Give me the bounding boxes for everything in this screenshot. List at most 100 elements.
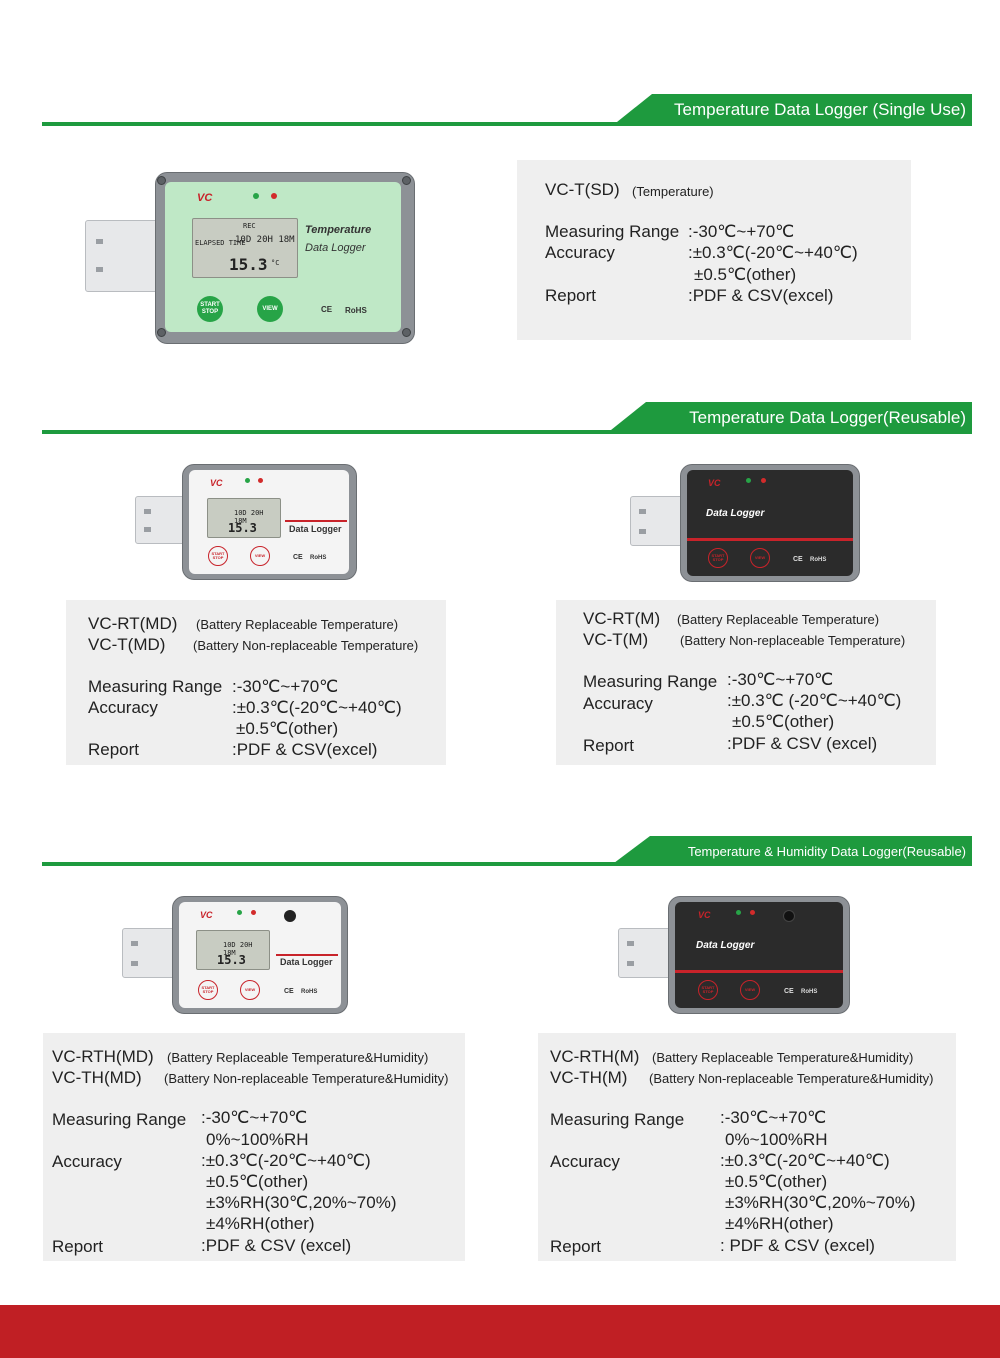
- accuracy-value: ±0.5℃(other): [236, 719, 339, 738]
- model-note: (Battery Non-replaceable Temperature): [680, 633, 906, 648]
- brand-logo: VC: [197, 192, 213, 204]
- section-header-single-use: Temperature Data Logger (Single Use): [42, 86, 972, 126]
- report-label: Report: [88, 740, 140, 759]
- model-name: VC-RT(MD): [88, 614, 178, 633]
- usb-connector: [630, 496, 685, 546]
- section-header-humidity: Temperature & Humidity Data Logger(Reusa…: [42, 826, 972, 866]
- section-title: Temperature Data Logger (Single Use): [612, 94, 972, 126]
- green-led: [245, 478, 250, 483]
- accuracy-value: :±0.3℃(-20℃~+40℃): [720, 1151, 890, 1170]
- range-label: Measuring Range: [550, 1110, 685, 1129]
- model-name: VC-T(MD): [88, 635, 166, 654]
- section-title: Temperature & Humidity Data Logger(Reusa…: [610, 836, 972, 866]
- model-note: (Battery Non-replaceable Temperature): [193, 638, 419, 653]
- section-divider: [42, 430, 972, 434]
- device-humidity-white: VC 10D 20H 18M 15.3 Data Logger START ST…: [122, 896, 348, 1014]
- report-label: Report: [550, 1237, 602, 1256]
- report-value: : PDF & CSV (excel): [720, 1236, 875, 1255]
- range-value: :-30℃~+70℃: [232, 677, 339, 696]
- accuracy-value: :±0.3℃ (-20℃~+40℃): [727, 691, 902, 710]
- view-button: VIEW: [750, 548, 770, 568]
- accuracy-label: Accuracy: [88, 698, 158, 717]
- red-led: [251, 910, 256, 915]
- humidity-sensor: [783, 910, 795, 922]
- model-note: (Battery Non-replaceable Temperature&Hum…: [164, 1071, 449, 1086]
- lcd-display: 10D 20H 18M 15.3: [196, 930, 270, 970]
- model-note: (Battery Replaceable Temperature&Humidit…: [652, 1050, 914, 1065]
- spec-box-reusable-m: VC-RT(M) (Battery Replaceable Temperatur…: [556, 600, 936, 765]
- report-value: :PDF & CSV (excel): [201, 1236, 352, 1255]
- start-stop-button: START STOP: [208, 546, 228, 566]
- spec-box-humidity-md: VC-RTH(MD) (Battery Replaceable Temperat…: [43, 1033, 465, 1261]
- green-led: [746, 478, 751, 483]
- device-label-data-logger: Data Logger: [696, 940, 755, 951]
- report-label: Report: [583, 736, 635, 755]
- red-led: [761, 478, 766, 483]
- accuracy-value: ±0.5℃(other): [725, 1172, 828, 1191]
- usb-connector: [122, 928, 178, 978]
- rohs-mark: RoHS: [345, 306, 367, 315]
- green-led: [736, 910, 741, 915]
- accuracy-label: Accuracy: [550, 1152, 620, 1171]
- accuracy-value: ±0.5℃(other): [732, 712, 835, 731]
- report-label: Report: [545, 286, 597, 305]
- model-name: VC-RTH(MD): [52, 1047, 154, 1066]
- device-label-data-logger: Data Logger: [305, 242, 366, 254]
- view-button: VIEW: [240, 980, 260, 1000]
- accuracy-value: ±3%RH(30℃,20%~70%): [206, 1193, 397, 1212]
- rohs-mark: RoHS: [310, 555, 327, 561]
- range-label: Measuring Range: [583, 672, 718, 691]
- range-label: Measuring Range: [545, 222, 680, 241]
- range-value: :-30℃~+70℃: [727, 670, 834, 689]
- accuracy-label: Accuracy: [545, 243, 615, 262]
- view-button: VIEW: [740, 980, 760, 1000]
- view-button: VIEW: [250, 546, 270, 566]
- ce-mark: CE: [284, 988, 294, 995]
- humidity-sensor: [284, 910, 296, 922]
- ce-mark: CE: [321, 305, 333, 314]
- device-label-data-logger: Data Logger: [289, 524, 342, 534]
- brand-logo: VC: [210, 478, 223, 488]
- report-value: :PDF & CSV (excel): [727, 734, 878, 753]
- device-label-temperature: Temperature: [305, 224, 372, 236]
- range-value: :-30℃~+70℃: [720, 1108, 827, 1127]
- accuracy-value: :±0.3℃(-20℃~+40℃): [201, 1151, 371, 1170]
- ce-mark: CE: [793, 556, 803, 563]
- model-name: VC-RTH(M): [550, 1047, 640, 1066]
- lcd-display: 10D 20H 18M 15.3: [207, 498, 281, 538]
- model-name: VC-T(M): [583, 630, 649, 649]
- accuracy-value: ±0.5℃(other): [694, 265, 797, 284]
- model-name: VC-TH(M): [550, 1068, 628, 1087]
- spec-box-humidity-m: VC-RTH(M) (Battery Replaceable Temperatu…: [538, 1033, 956, 1261]
- brand-logo: VC: [200, 910, 213, 920]
- accuracy-label: Accuracy: [52, 1152, 122, 1171]
- start-stop-button: START STOP: [197, 296, 223, 322]
- range-label: Measuring Range: [88, 677, 223, 696]
- brand-logo: VC: [708, 478, 721, 488]
- spec-box-reusable-md: VC-RT(MD) (Battery Replaceable Temperatu…: [66, 600, 446, 765]
- model-note: (Temperature): [632, 184, 714, 199]
- model-name: VC-RT(M): [583, 609, 661, 628]
- accuracy-value: ±4%RH(other): [725, 1214, 834, 1233]
- device-reusable-black: VC Data Logger START STOP VIEW CE RoHS: [630, 464, 860, 582]
- range-value: :-30℃~+70℃: [201, 1108, 308, 1127]
- accuracy-value: :±0.3℃(-20℃~+40℃): [232, 698, 402, 717]
- lcd-display: REC ELAPSED TIME 10D 20H 18M 15.3 °C: [192, 218, 298, 278]
- start-stop-button: START STOP: [708, 548, 728, 568]
- range-label: Measuring Range: [52, 1110, 187, 1129]
- model-note: (Battery Replaceable Temperature&Humidit…: [167, 1050, 429, 1065]
- usb-connector: [618, 928, 674, 978]
- report-value: :PDF & CSV(excel): [232, 740, 378, 759]
- accuracy-value: ±4%RH(other): [206, 1214, 315, 1233]
- start-stop-button: START STOP: [698, 980, 718, 1000]
- report-label: Report: [52, 1237, 104, 1256]
- section-header-reusable: Temperature Data Logger(Reusable): [42, 394, 972, 434]
- usb-connector: [85, 220, 163, 292]
- red-led: [750, 910, 755, 915]
- section-divider: [42, 862, 972, 866]
- device-single-use: VC REC ELAPSED TIME 10D 20H 18M 15.3 °C …: [85, 172, 415, 344]
- red-led: [271, 193, 277, 199]
- accuracy-value: ±3%RH(30℃,20%~70%): [725, 1193, 916, 1212]
- device-reusable-white: VC 10D 20H 18M 15.3 Data Logger START ST…: [135, 464, 357, 580]
- model-note: (Battery Non-replaceable Temperature&Hum…: [649, 1071, 934, 1086]
